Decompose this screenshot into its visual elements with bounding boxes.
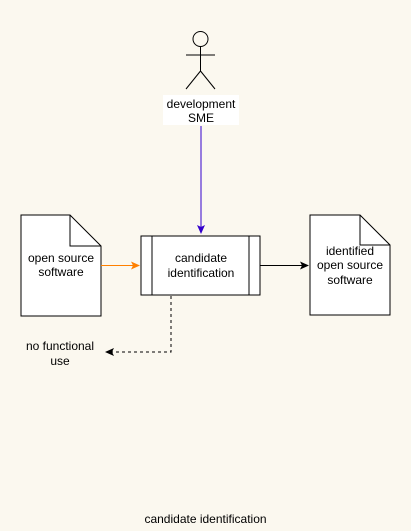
diagram-caption: candidate identification <box>144 512 267 526</box>
process-label-line2: identification <box>168 266 235 280</box>
reject-note-line1: no functional <box>26 339 94 353</box>
output-document-label-line3: software <box>327 273 373 287</box>
document-icon <box>20 214 102 317</box>
stick-figure-icon <box>185 31 216 90</box>
reject-note: no functional use <box>26 339 94 368</box>
output-document: identified open source software <box>309 214 391 316</box>
process-label-line1: candidate <box>175 251 227 265</box>
input-document: open source software <box>20 214 102 317</box>
output-document-label-line2: open source <box>317 258 383 272</box>
actor-label-background <box>163 95 239 125</box>
input-document-label-line1: open source <box>28 251 94 265</box>
document-icon <box>309 214 391 316</box>
actor-label-line1: development <box>167 97 236 111</box>
reject-arrow <box>105 296 172 356</box>
reject-note-line2: use <box>50 354 70 368</box>
input-document-label-line2: software <box>38 265 84 279</box>
document-fold <box>359 215 390 246</box>
document-fold <box>69 215 101 247</box>
actor: development SME <box>163 31 239 125</box>
process-box: candidate identification <box>140 235 261 296</box>
output-document-label-line1: identified <box>326 244 374 258</box>
actor-label-line2: SME <box>188 111 214 125</box>
